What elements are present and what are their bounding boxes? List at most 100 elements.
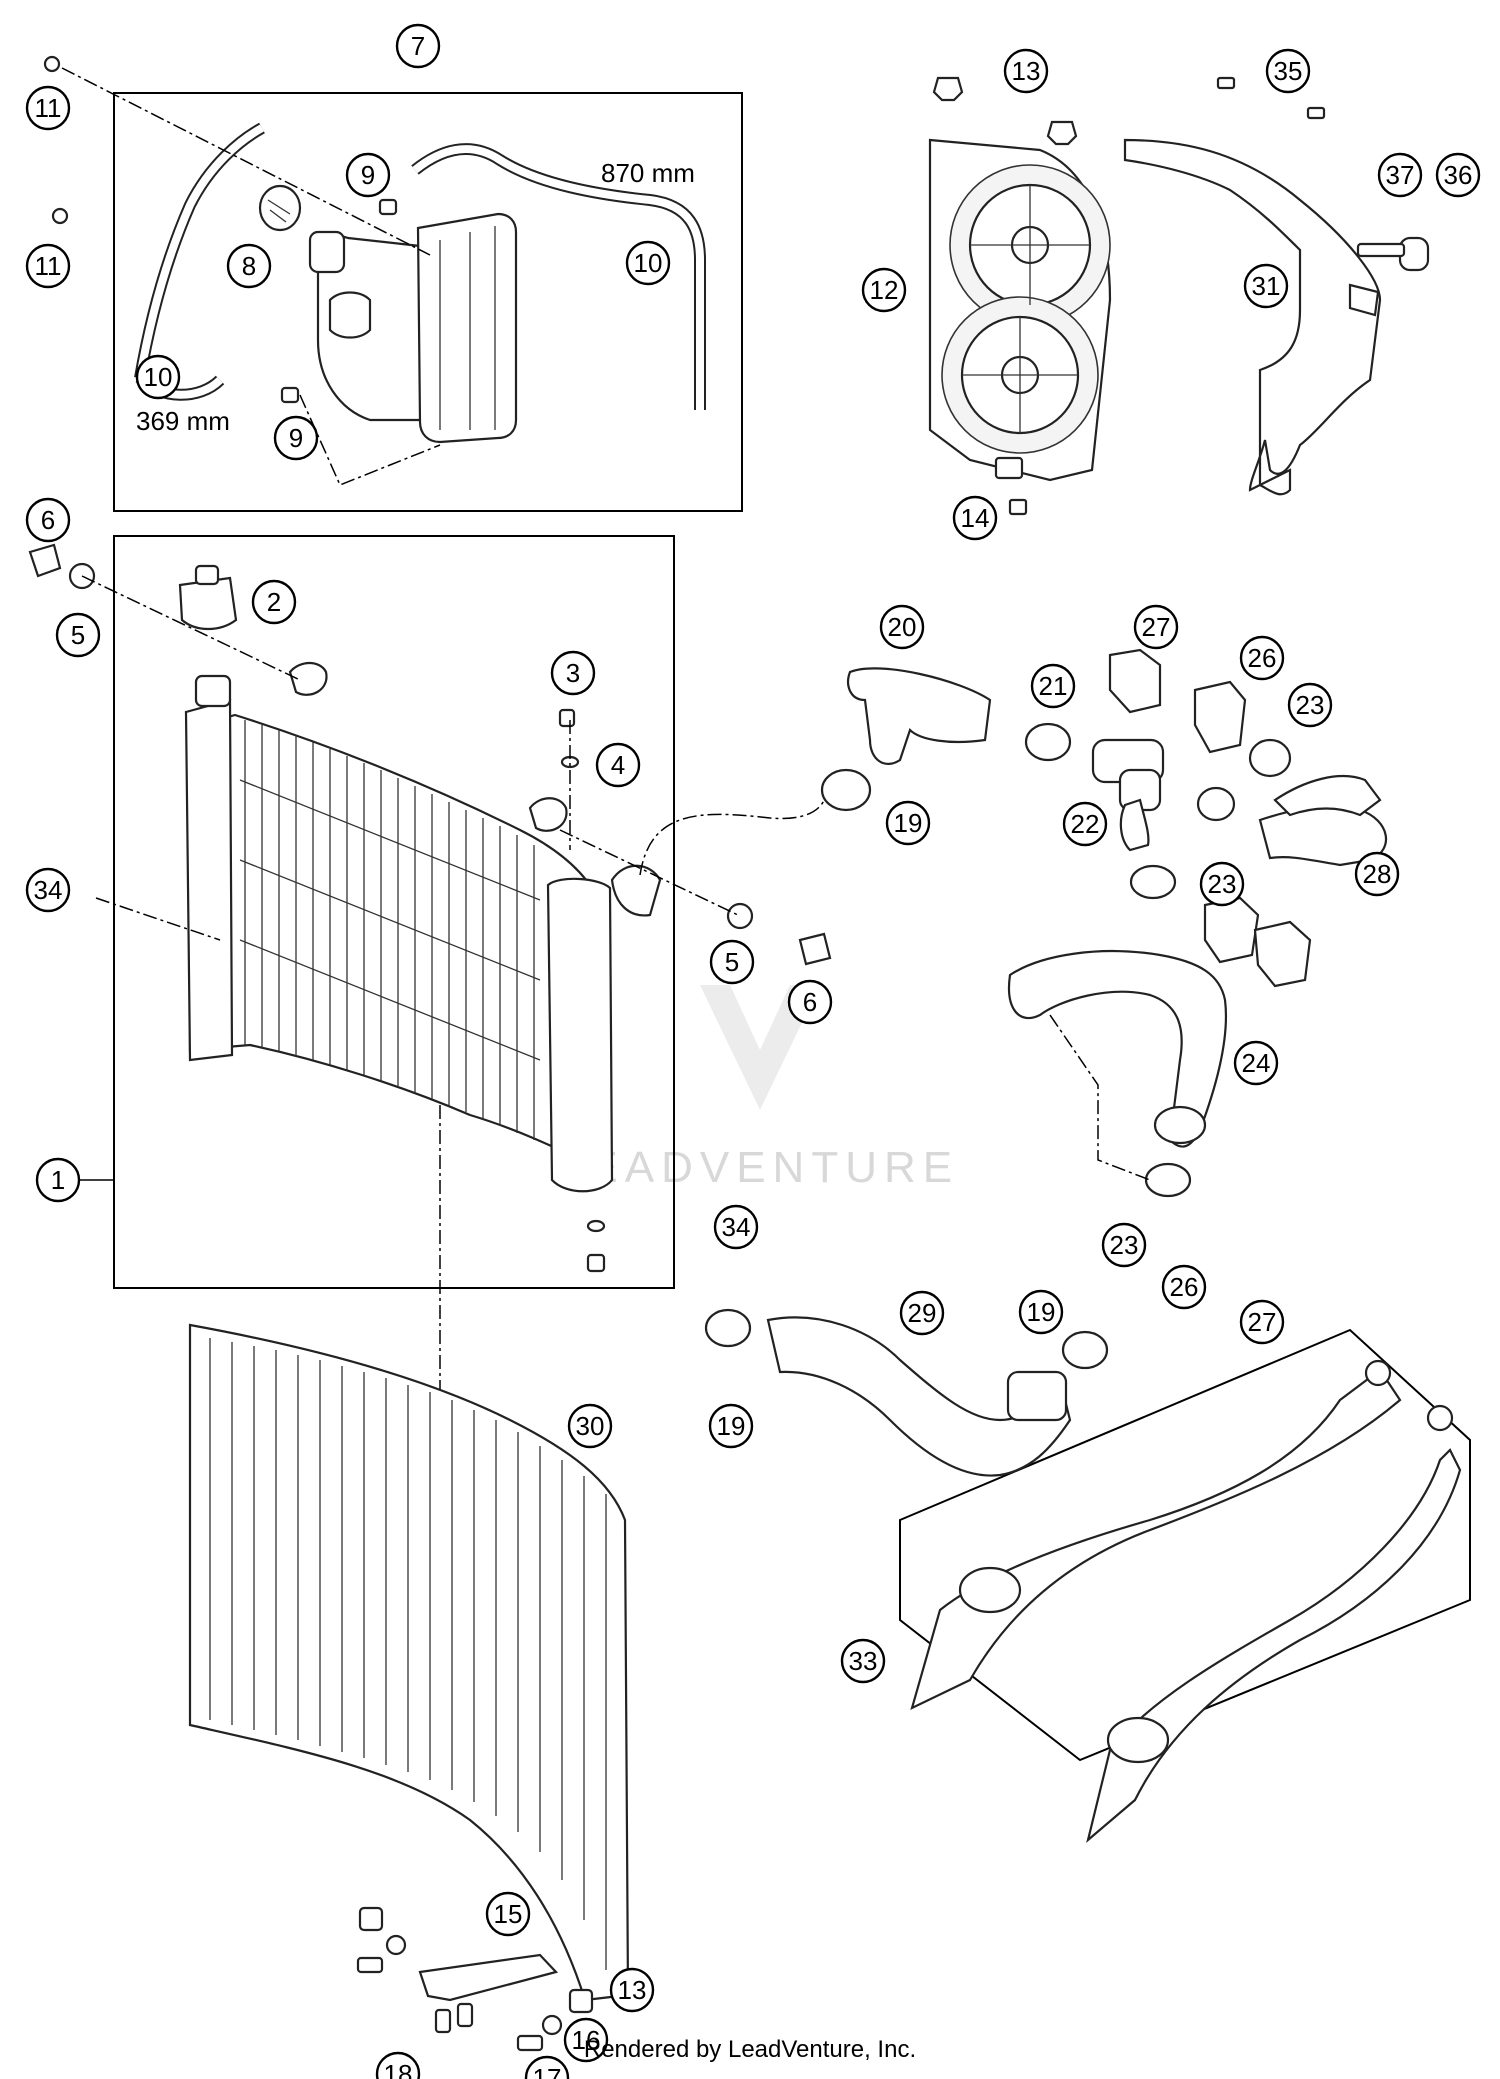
hose-long-inner [412, 145, 704, 410]
callout-26: 26 [1239, 635, 1285, 681]
radiator-guard-illustration [188, 1323, 630, 2002]
expansion-tank-frame [113, 92, 743, 512]
svg-text:12: 12 [870, 275, 899, 305]
guard-louvers [209, 1338, 607, 1970]
callout-29: 29 [899, 1290, 945, 1336]
callout-20: 20 [879, 604, 925, 650]
callout-9: 9 [345, 152, 391, 198]
fan-shroud-illustration [928, 138, 1112, 482]
svg-text:13: 13 [618, 1975, 647, 2005]
hose-29-illustration [766, 1316, 1072, 1477]
svg-text:37: 37 [1386, 160, 1415, 190]
leader-line [1049, 1014, 1151, 1181]
callout-17: 17 [524, 2055, 570, 2079]
callout-18: 18 [375, 2051, 421, 2079]
thermostat-housing-illustration [1091, 648, 1312, 988]
svg-text:34: 34 [34, 875, 63, 905]
dimension-long-hose: 870 mm [601, 158, 695, 188]
callout-23: 23 [1101, 1222, 1147, 1268]
callout-11: 11 [25, 243, 71, 289]
svg-text:23: 23 [1296, 690, 1325, 720]
callout-36: 36 [1435, 152, 1481, 198]
hose-24-illustration [1007, 950, 1228, 1181]
footer-credit: Rendered by LeadVenture, Inc. [583, 2036, 917, 2063]
screw-and-bushing-illustration [28, 543, 832, 1273]
callout-21: 21 [1030, 663, 1076, 709]
svg-text:19: 19 [717, 1411, 746, 1441]
tank-cap-illustration [258, 184, 302, 232]
svg-text:15: 15 [494, 1899, 523, 1929]
callout-16: 16 [563, 2017, 609, 2063]
callout-24: 24 [1233, 1040, 1279, 1086]
callout-23: 23 [1199, 861, 1245, 907]
callout-9: 9 [273, 415, 319, 461]
air-duct-illustration [910, 1359, 1462, 1844]
svg-text:27: 27 [1248, 1307, 1277, 1337]
callout-3: 3 [550, 650, 596, 696]
callout-28: 28 [1354, 851, 1400, 897]
svg-text:10: 10 [144, 362, 173, 392]
svg-text:34: 34 [722, 1212, 751, 1242]
svg-text:29: 29 [908, 1298, 937, 1328]
svg-text:4: 4 [611, 750, 625, 780]
callout-33: 33 [840, 1638, 886, 1684]
callout-11: 11 [25, 85, 71, 131]
svg-text:18: 18 [384, 2059, 413, 2079]
callout-23: 23 [1287, 682, 1333, 728]
callout-14: 14 [952, 495, 998, 541]
side-cover-illustration [1123, 138, 1382, 496]
callout-35: 35 [1265, 48, 1311, 94]
expansion-tank-illustration [308, 212, 518, 444]
svg-text:21: 21 [1039, 671, 1068, 701]
callout-5: 5 [55, 612, 101, 658]
svg-text:19: 19 [894, 808, 923, 838]
callout-4: 4 [595, 742, 641, 788]
svg-text:14: 14 [961, 503, 990, 533]
hose-clamp-ring-illustration [704, 722, 1292, 1370]
leader-line [559, 829, 741, 917]
callout-6: 6 [25, 497, 71, 543]
leader-line [95, 897, 221, 941]
callout-22: 22 [1062, 801, 1108, 847]
callout-19: 19 [708, 1403, 754, 1449]
callout-19: 19 [1018, 1289, 1064, 1335]
radiator-frame [113, 535, 675, 1289]
svg-text:6: 6 [41, 505, 55, 535]
svg-text:19: 19 [1027, 1297, 1056, 1327]
callout-19: 19 [885, 800, 931, 846]
callout-37: 37 [1377, 152, 1423, 198]
callout-34: 34 [713, 1204, 759, 1250]
leader-line [81, 575, 301, 681]
callout-13: 13 [1003, 48, 1049, 94]
svg-text:3: 3 [566, 658, 580, 688]
svg-text:6: 6 [803, 987, 817, 1017]
callout-7: 7 [395, 23, 441, 69]
hose-short-inner [136, 124, 264, 379]
svg-text:23: 23 [1110, 1230, 1139, 1260]
svg-text:31: 31 [1252, 271, 1281, 301]
svg-text:23: 23 [1208, 869, 1237, 899]
callout-10: 10 [625, 240, 671, 286]
callout-27: 27 [1133, 604, 1179, 650]
svg-text:16: 16 [572, 2025, 601, 2055]
svg-text:26: 26 [1248, 643, 1277, 673]
small-fastener-illustration [932, 76, 1430, 516]
svg-text:10: 10 [634, 248, 663, 278]
leader-line [639, 779, 828, 876]
callout-1: 1 [35, 1157, 81, 1203]
screw-illustration [43, 55, 69, 225]
svg-text:33: 33 [849, 1646, 878, 1676]
callout-34: 34 [25, 867, 71, 913]
hose-20-illustration [847, 667, 992, 765]
hose-clamp-illustration [280, 198, 398, 404]
callout-2: 2 [251, 579, 297, 625]
svg-text:7: 7 [411, 31, 425, 61]
svg-text:13: 13 [1012, 56, 1041, 86]
callout-13: 13 [609, 1967, 655, 2013]
svg-text:8: 8 [242, 251, 256, 281]
watermark-text: LEADVENTURE [557, 1143, 959, 1192]
svg-text:5: 5 [725, 947, 739, 977]
svg-text:17: 17 [533, 2063, 562, 2079]
dimension-short-hose: 369 mm [136, 406, 230, 436]
